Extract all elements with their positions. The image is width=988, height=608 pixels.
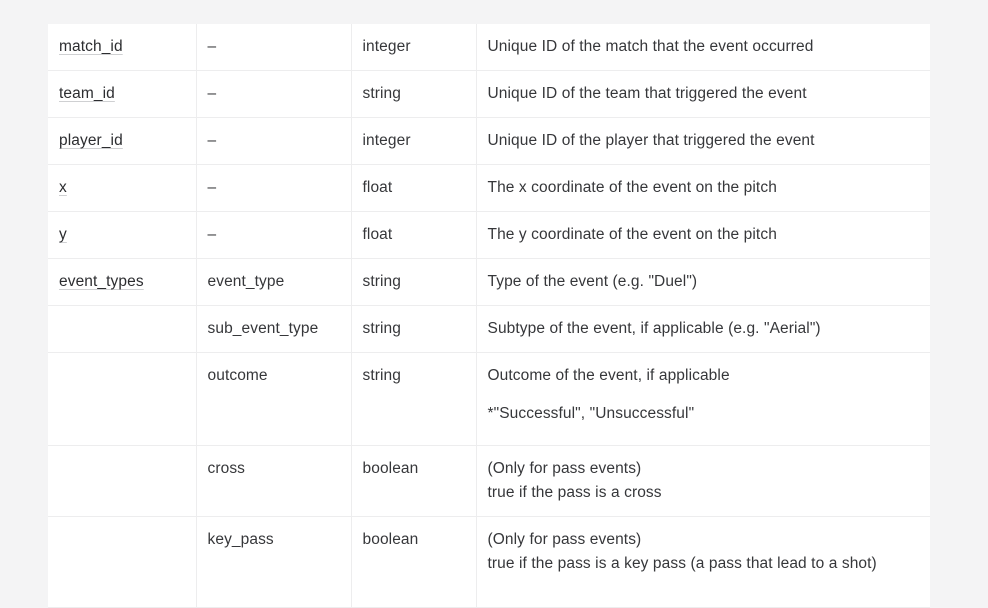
description-line-note: *"Successful", "Unsuccessful" [487,405,695,423]
description-cell: Type of the event (e.g. "Duel") [476,258,930,307]
description-line: The y coordinate of the event on the pit… [487,226,777,244]
table-row: event_types event_type string Type of th… [48,258,930,307]
description-line: Type of the event (e.g. "Duel") [487,273,698,291]
subfield-cell: event_type [196,258,352,307]
description-cell: (Only for pass events) true if the pass … [476,445,930,518]
field-name-cell [48,516,197,608]
description-cell: Outcome of the event, if applicable *"Su… [476,352,930,447]
subfield-text: – [207,226,217,244]
field-name-cell: y [48,211,197,260]
field-name-text: event_types [59,273,144,291]
type-text: integer [362,132,411,150]
table-row: player_id – integer Unique ID of the pla… [48,117,930,166]
table-row: x – float The x coordinate of the event … [48,164,930,213]
table-row: cross boolean (Only for pass events) tru… [48,445,930,518]
subfield-cell: cross [196,445,352,518]
description-cell: The y coordinate of the event on the pit… [476,211,930,260]
type-cell: string [351,70,477,119]
field-name-text: x [59,179,67,197]
subfield-cell: sub_event_type [196,305,352,354]
type-text: float [362,179,393,197]
type-cell: string [351,352,477,447]
subfield-text: – [207,85,217,103]
field-name-cell: x [48,164,197,213]
field-name-cell [48,445,197,518]
description-line: (Only for pass events) [487,460,642,478]
subfield-cell: key_pass [196,516,352,608]
schema-table-body: match_id – integer Unique ID of the matc… [48,24,930,608]
subfield-cell: – [196,211,352,260]
description-line: Subtype of the event, if applicable (e.g… [487,320,821,338]
description-line: (Only for pass events) [487,531,642,549]
type-cell: boolean [351,445,477,518]
table-row: sub_event_type string Subtype of the eve… [48,305,930,354]
type-text: boolean [362,531,419,549]
description-line: The x coordinate of the event on the pit… [487,179,777,197]
table-row: y – float The y coordinate of the event … [48,211,930,260]
table-row: match_id – integer Unique ID of the matc… [48,24,930,72]
field-name-cell: match_id [48,24,197,72]
description-line: Unique ID of the match that the event oc… [487,38,814,55]
subfield-text: – [207,132,217,150]
subfield-cell: – [196,117,352,166]
description-line: true if the pass is a key pass (a pass t… [487,555,877,573]
description-spacer [488,388,919,402]
description-line: Outcome of the event, if applicable [487,367,730,385]
subfield-text: cross [207,460,246,478]
field-name-cell [48,305,197,354]
subfield-text: sub_event_type [207,320,319,338]
schema-table: match_id – integer Unique ID of the matc… [48,24,930,608]
table-row: key_pass boolean (Only for pass events) … [48,516,930,608]
description-cell: Unique ID of the team that triggered the… [476,70,930,119]
description-cell: Unique ID of the match that the event oc… [476,24,930,72]
subfield-cell: – [196,24,352,72]
field-name-cell: team_id [48,70,197,119]
type-text: string [362,367,402,385]
table-row: outcome string Outcome of the event, if … [48,352,930,447]
description-cell: The x coordinate of the event on the pit… [476,164,930,213]
field-name-text: y [59,226,67,244]
subfield-cell: outcome [196,352,352,447]
description-cell: Unique ID of the player that triggered t… [476,117,930,166]
subfield-cell: – [196,164,352,213]
type-text: string [362,320,402,338]
subfield-text: outcome [207,367,268,385]
description-line: true if the pass is a cross [487,484,662,502]
type-text: string [362,85,402,103]
subfield-text: – [207,38,217,55]
field-name-cell: event_types [48,258,197,307]
field-name-cell: player_id [48,117,197,166]
type-text: float [362,226,393,244]
description-line: Unique ID of the player that triggered t… [487,132,815,150]
type-cell: float [351,164,477,213]
table-row: team_id – string Unique ID of the team t… [48,70,930,119]
field-name-cell [48,352,197,447]
type-text: string [362,273,402,291]
type-cell: integer [351,24,477,72]
field-name-text: team_id [59,85,115,103]
schema-table-container: match_id – integer Unique ID of the matc… [48,24,930,608]
type-cell: integer [351,117,477,166]
type-cell: boolean [351,516,477,608]
type-cell: float [351,211,477,260]
field-name-text: player_id [59,132,123,150]
subfield-text: event_type [207,273,285,291]
description-cell: Subtype of the event, if applicable (e.g… [476,305,930,354]
type-cell: string [351,305,477,354]
field-name-text: match_id [59,38,123,55]
subfield-text: key_pass [207,531,274,549]
type-text: integer [362,38,411,55]
subfield-cell: – [196,70,352,119]
description-cell: (Only for pass events) true if the pass … [476,516,930,608]
type-text: boolean [362,460,419,478]
description-line: Unique ID of the team that triggered the… [487,85,807,103]
subfield-text: – [207,179,217,197]
type-cell: string [351,258,477,307]
